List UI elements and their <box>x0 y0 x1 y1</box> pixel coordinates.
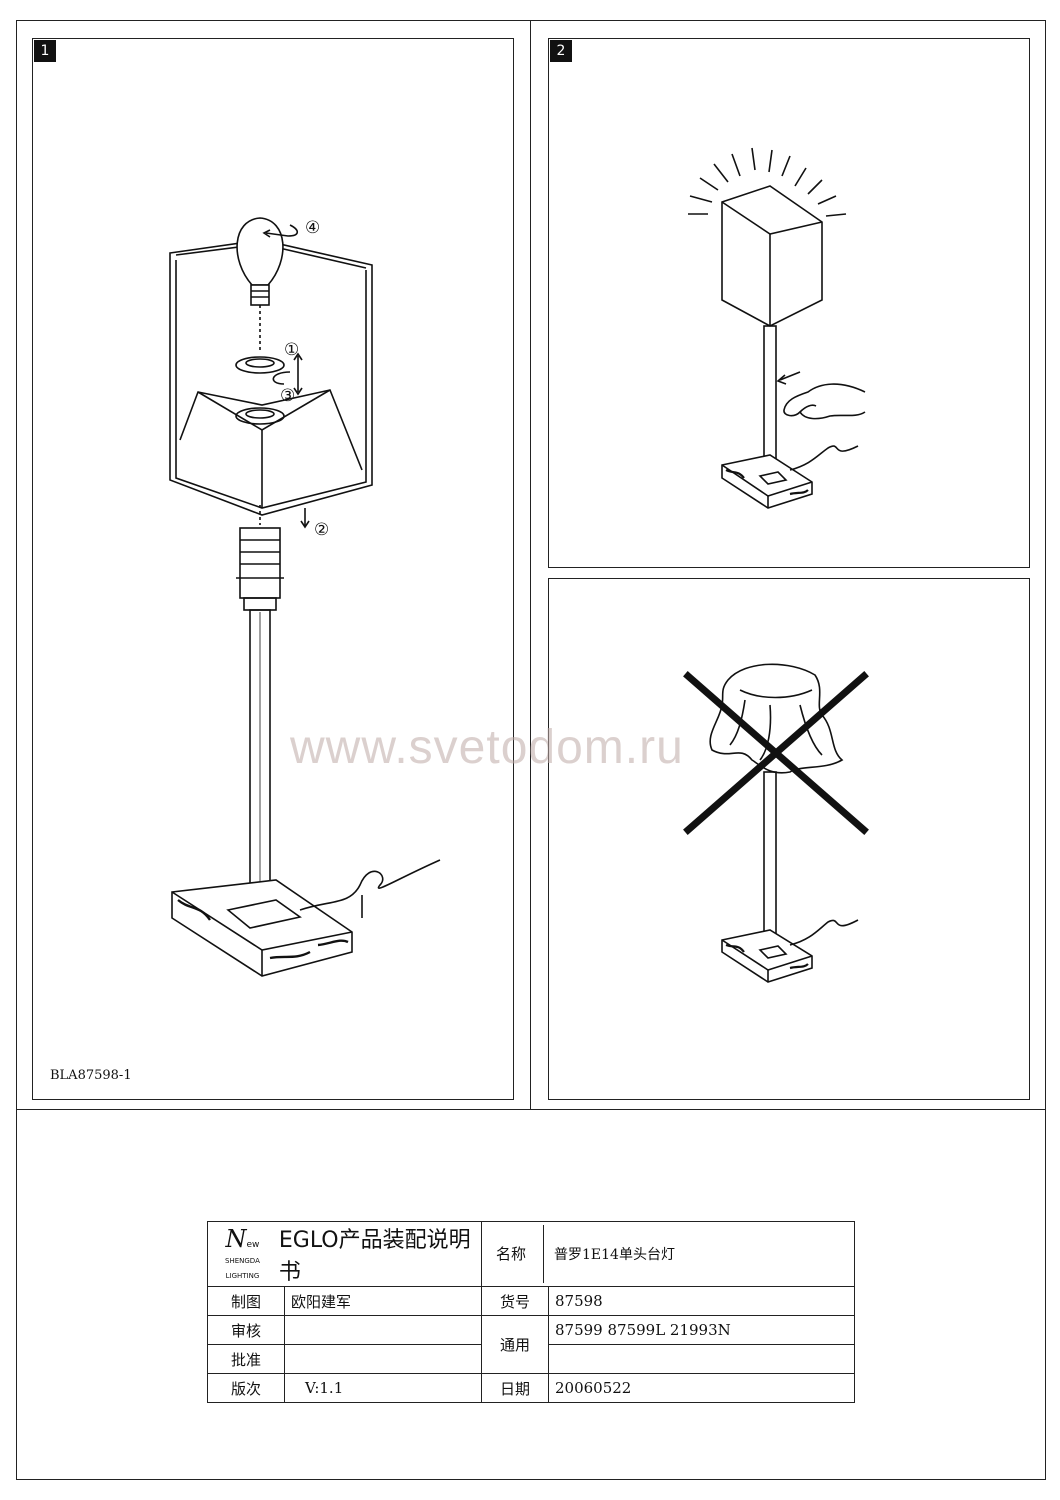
logo-line-1: SHENGDA <box>225 1257 260 1265</box>
logo-suffix: ew <box>246 1240 260 1250</box>
review-label: 审核 <box>207 1315 285 1345</box>
approve-value <box>284 1344 482 1374</box>
logo-mark: N <box>225 1225 247 1253</box>
column-divider <box>530 20 532 1110</box>
date-value: 20060522 <box>548 1373 855 1403</box>
version-label: 版次 <box>207 1373 285 1403</box>
drawn-label: 制图 <box>207 1286 285 1316</box>
callout-3: ③ <box>280 386 296 406</box>
panel-step-1 <box>32 38 514 1100</box>
version-value: V:1.1 <box>284 1373 482 1403</box>
callout-2: ② <box>314 520 330 540</box>
document-title: EGLO产品装配说明书 <box>278 1228 471 1285</box>
review-value <box>284 1315 482 1345</box>
company-logo: New SHENGDA LIGHTING <box>214 1227 271 1281</box>
approve-label: 批准 <box>207 1344 285 1374</box>
panel-step-2 <box>548 38 1030 568</box>
drawing-code: BLA87598-1 <box>50 1068 132 1083</box>
logo-line-2: LIGHTING <box>225 1272 260 1280</box>
callout-1: ① <box>284 340 300 360</box>
common-value: 87599 87599L 21993N <box>548 1315 855 1345</box>
callout-4: ④ <box>305 218 321 238</box>
common-label: 通用 <box>481 1315 549 1374</box>
top-section-border <box>16 20 1046 1110</box>
common-value-extra <box>548 1344 855 1374</box>
watermark: www.svetodom.ru <box>290 721 684 774</box>
panel-warning <box>548 578 1030 1100</box>
item-label: 货号 <box>481 1286 549 1316</box>
name-label: 名称 <box>482 1225 544 1283</box>
step-1-badge: 1 <box>34 40 56 62</box>
title-block: New SHENGDA LIGHTING EGLO产品装配说明书 名称 普罗1E… <box>207 1221 855 1403</box>
product-name: 普罗1E14单头台灯 <box>554 1247 675 1263</box>
drawn-value: 欧阳建军 <box>284 1286 482 1316</box>
step-2-badge: 2 <box>550 40 572 62</box>
date-label: 日期 <box>481 1373 549 1403</box>
item-value: 87598 <box>548 1286 855 1316</box>
